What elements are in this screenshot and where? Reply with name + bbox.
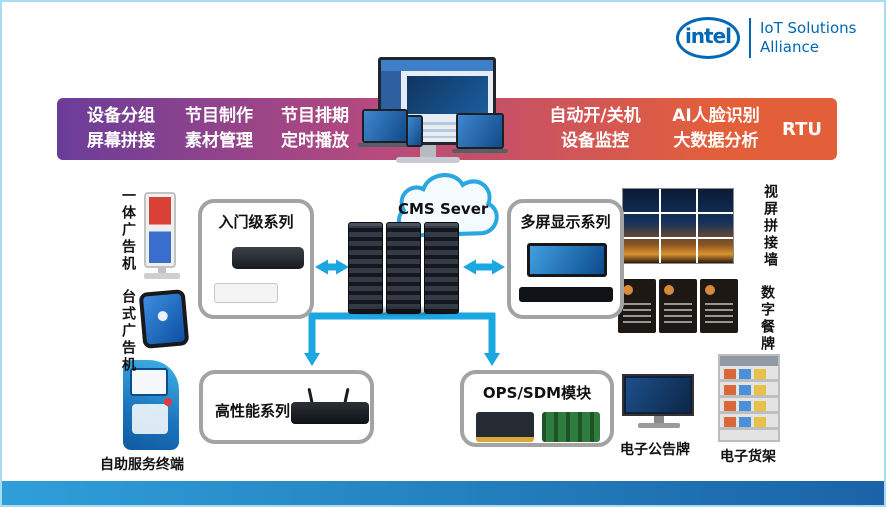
intel-alliance-logo: intel IoT Solutions Alliance [676, 17, 856, 59]
laptop-icon [362, 109, 408, 143]
feature-line: 设备分组 [87, 106, 155, 126]
shelf-row [720, 366, 778, 382]
feature-line: 节目制作 [185, 106, 253, 126]
feature-line: 大数据分析 [673, 131, 759, 151]
server-tower [423, 222, 459, 314]
laptop-screen [364, 111, 406, 141]
product-box-entry-level: 入门级系列 [198, 199, 314, 319]
self-service-panel [132, 404, 168, 434]
server-shadow [338, 305, 468, 317]
electronic-shelf-label: 电子货架 [720, 449, 776, 465]
feature-item-rtu: RTU [773, 98, 831, 160]
monitor-base [396, 157, 460, 163]
sdm-board-icon [542, 412, 600, 442]
digital-menu-image [618, 279, 738, 335]
kiosk-body [144, 192, 176, 268]
monitor-screen-header [381, 60, 493, 71]
kiosk-neck [158, 268, 166, 273]
digital-menu-label: 数字餐牌 [759, 285, 775, 353]
shelf-header [720, 356, 778, 366]
feature-item-scheduling: 节目排期 定时播放 [267, 104, 363, 154]
phone-screen [408, 117, 421, 145]
menu-panel [618, 279, 656, 333]
electronic-shelf-image [718, 354, 780, 442]
intel-logo-icon: intel [676, 17, 740, 59]
product-box-high-performance: 高性能系列 [199, 370, 374, 444]
set-top-box-light-icon [214, 283, 278, 303]
cms-server-icon [338, 214, 468, 317]
logo-divider [749, 18, 751, 58]
self-service-screen [130, 368, 168, 396]
display-device-icon [527, 243, 607, 277]
menu-panel [659, 279, 697, 333]
feature-line: RTU [782, 118, 822, 140]
box-title: 入门级系列 [218, 213, 294, 231]
tablet-base [452, 149, 508, 153]
shelf-row [720, 382, 778, 398]
set-top-box-dark-icon [232, 247, 304, 269]
self-service-kiosk-label: 自助服务终端 [100, 457, 184, 473]
all-in-one-kiosk-image [144, 192, 180, 286]
bulletin-screen [622, 374, 694, 416]
cms-server-label: CMS Sever [398, 200, 489, 218]
desktop-ad-label: 台式广告机 [120, 289, 136, 374]
router-body [291, 402, 369, 424]
kiosk-base [144, 273, 180, 279]
feature-line: 设备监控 [561, 131, 629, 151]
feature-line: 素材管理 [185, 131, 253, 151]
tablet-icon [456, 113, 504, 149]
self-service-kiosk-image [123, 360, 179, 450]
feature-line: 定时播放 [281, 131, 349, 151]
feature-item-content-production: 节目制作 素材管理 [171, 104, 267, 154]
desktop-ad-screen [142, 293, 186, 345]
media-player-icon [519, 287, 613, 302]
cms-device-cluster [358, 57, 508, 175]
self-service-badge [164, 398, 172, 406]
alliance-line2: Alliance [760, 38, 819, 56]
bulletin-base [638, 423, 680, 428]
bulletin-board-image [622, 374, 696, 434]
feature-line: 节目排期 [281, 106, 349, 126]
server-tower [385, 222, 421, 314]
shelf-row [720, 398, 778, 414]
all-in-one-kiosk-label: 一体广告机 [120, 188, 136, 273]
monitor-screen-image [407, 76, 488, 114]
feature-item-device-group: 设备分组 屏幕拼接 [73, 104, 169, 154]
antenna-icon [307, 387, 314, 404]
ops-module-icon [476, 412, 534, 442]
product-box-multi-screen: 多屏显示系列 [507, 199, 624, 319]
intel-logo-text: intel [684, 24, 732, 48]
feature-item-ai-face: AI人脸识别 大数据分析 [655, 104, 777, 154]
feature-line: AI人脸识别 [672, 106, 760, 126]
menu-panel [700, 279, 738, 333]
box-title: 高性能系列 [215, 402, 291, 420]
antenna-icon [343, 387, 350, 404]
video-wall-image [622, 188, 734, 264]
shelf-row [720, 414, 778, 430]
tablet-screen-mini [458, 115, 502, 147]
feature-line: 屏幕拼接 [87, 131, 155, 151]
box-title: OPS/SDM模块 [482, 384, 592, 402]
laptop-base [358, 143, 412, 147]
feature-item-auto-power: 自动开/关机 设备监控 [537, 104, 653, 154]
alliance-line1: IoT Solutions [760, 18, 857, 37]
box-title: 多屏显示系列 [520, 213, 611, 231]
display-device-screen [530, 246, 604, 274]
product-box-ops-sdm: OPS/SDM模块 [460, 370, 614, 447]
footer-bar [2, 481, 884, 505]
cloud-icon [397, 173, 499, 238]
router-device-icon [291, 387, 369, 430]
video-wall-label: 视屏拼接墙 [762, 184, 778, 269]
phone-icon [406, 115, 423, 147]
desktop-ad-image [138, 289, 190, 349]
feature-line: 自动开/关机 [549, 106, 641, 126]
kiosk-screen [149, 197, 171, 263]
bulletin-board-label: 电子公告牌 [620, 442, 690, 458]
monitor-stand [420, 145, 436, 157]
bulletin-stand [654, 416, 664, 423]
alliance-text: IoT Solutions Alliance [760, 19, 856, 58]
server-tower [347, 222, 383, 314]
